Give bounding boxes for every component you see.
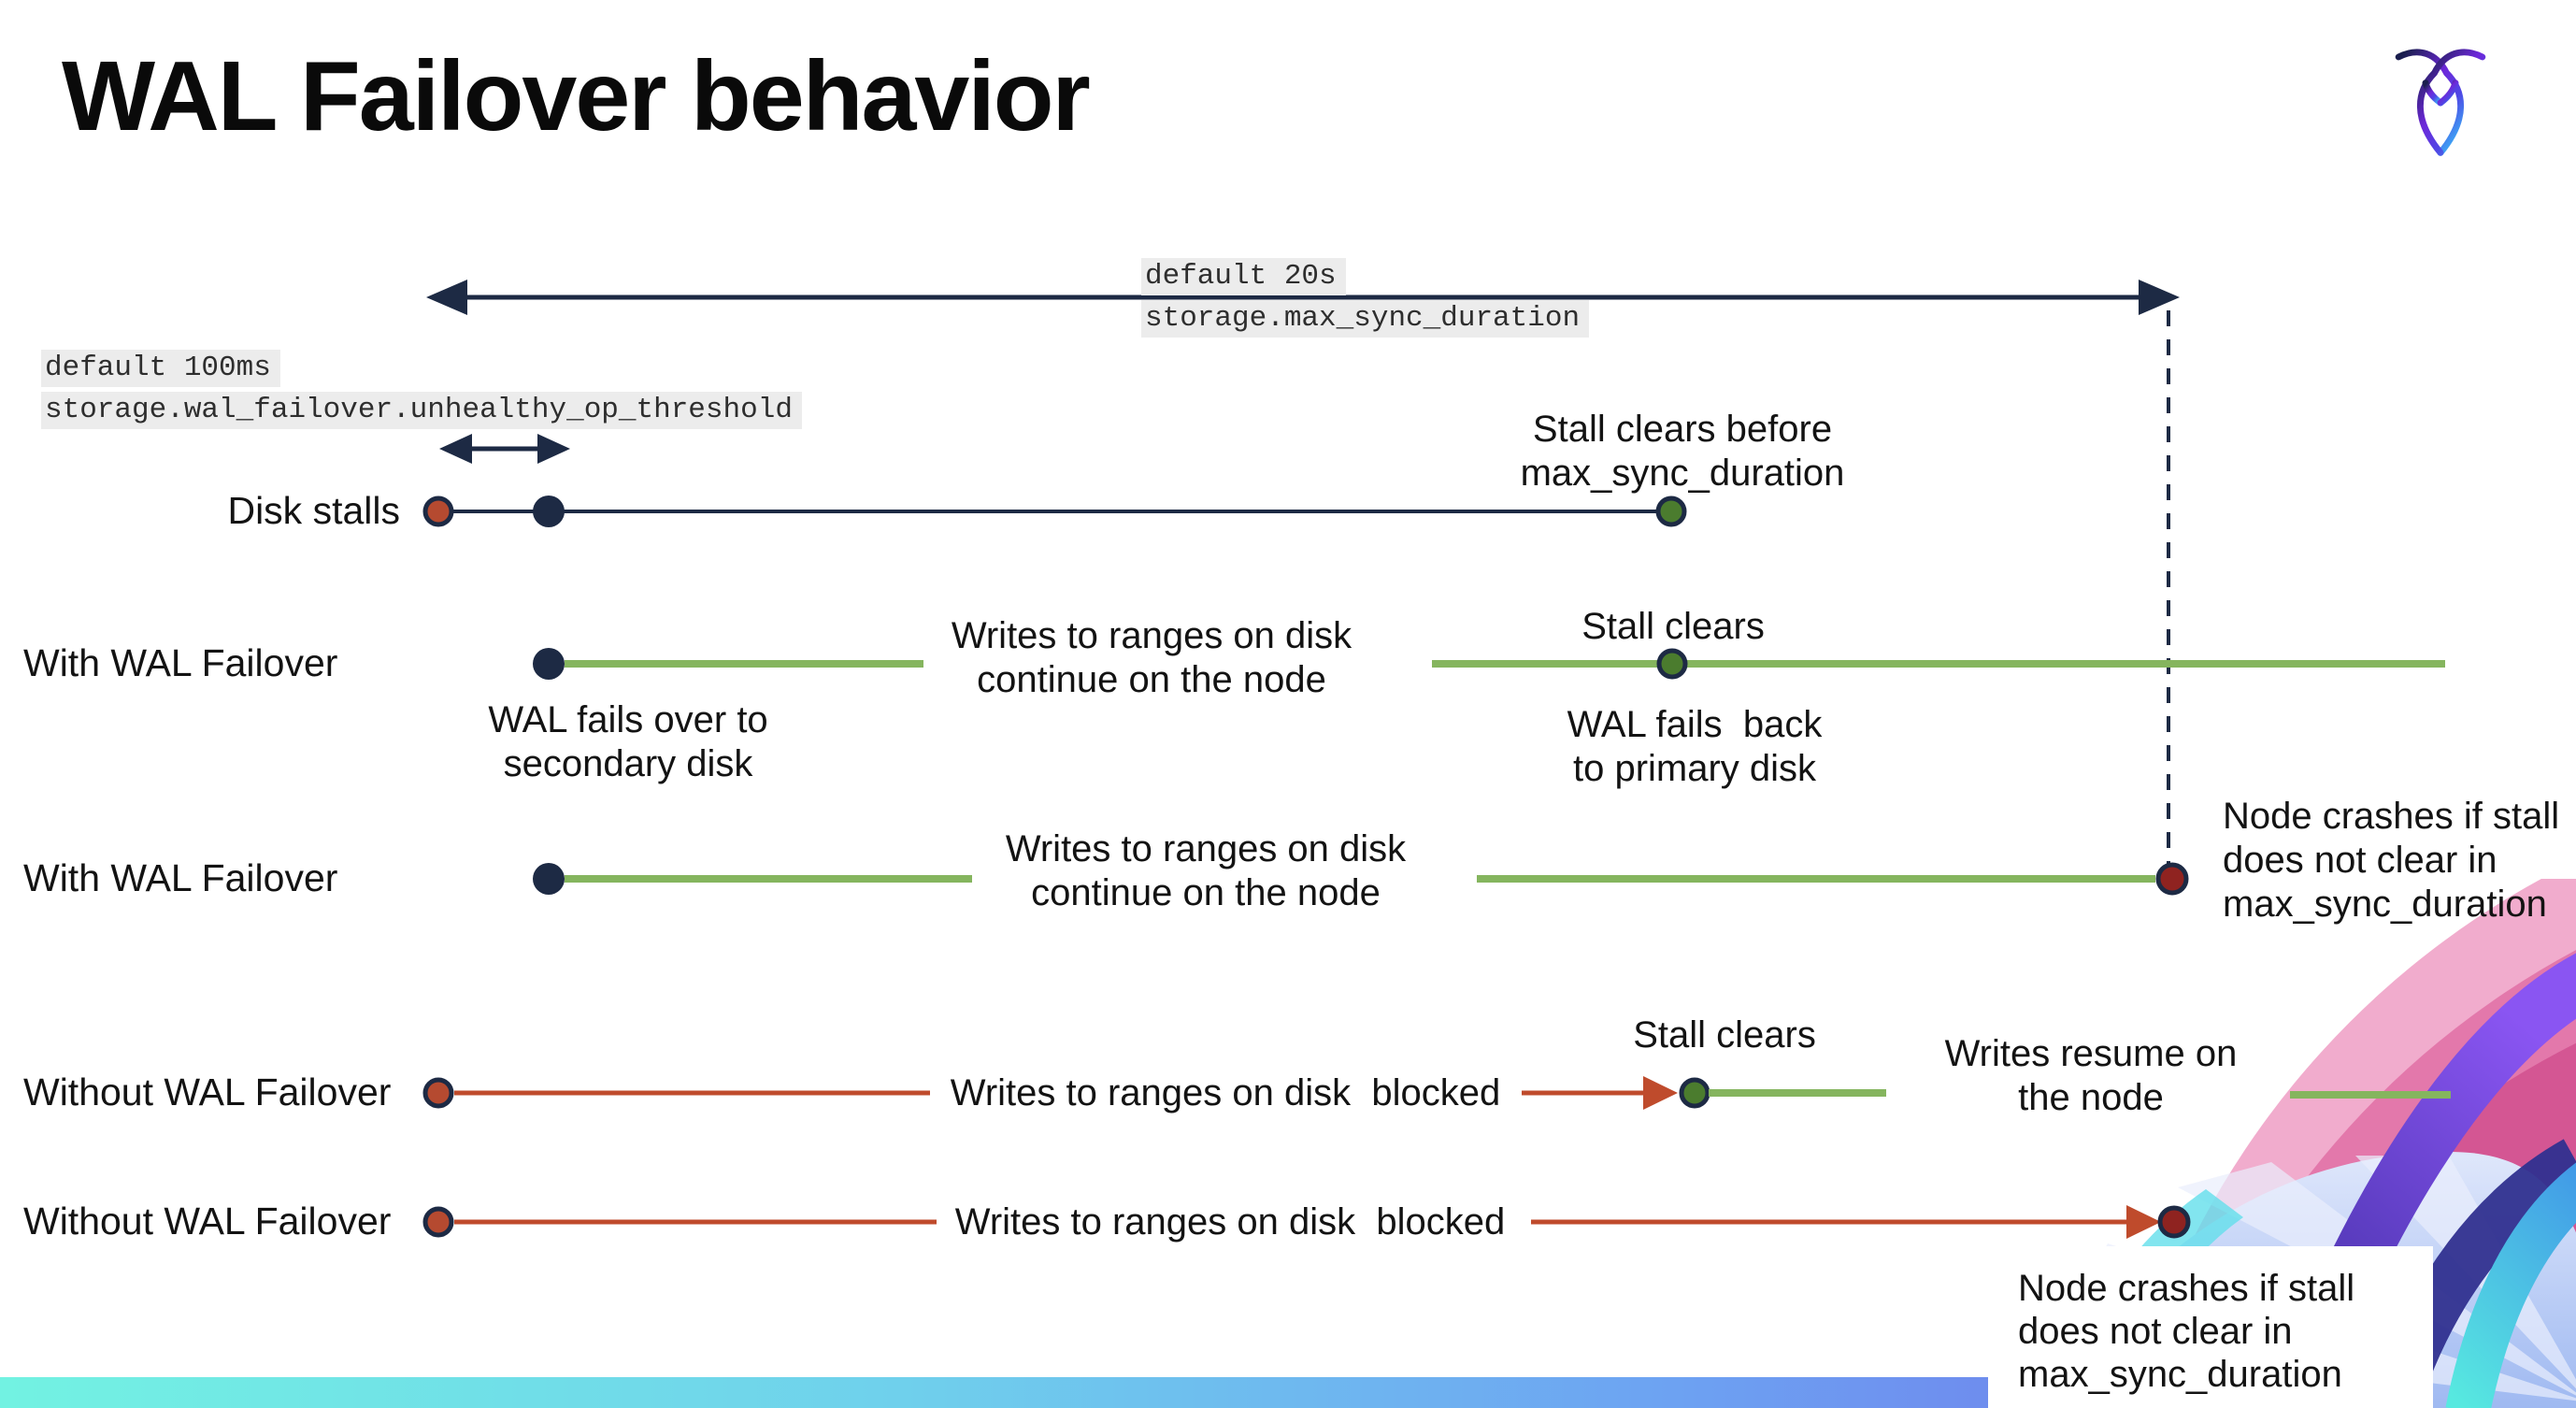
- failover-dot: [533, 648, 565, 680]
- row4-label: Without WAL Failover: [23, 1070, 392, 1113]
- page-title: WAL Failover behavior: [62, 41, 1091, 151]
- failover-dot: [533, 863, 565, 895]
- row1-annotation: Stall clears before max_sync_duration: [1520, 409, 1845, 494]
- row4-resume-text: Writes resume on the node: [1944, 1033, 2238, 1118]
- row5-label: Without WAL Failover: [23, 1200, 392, 1243]
- max-sync-name: storage.max_sync_duration: [1141, 300, 1590, 338]
- row1-label: Disk stalls: [227, 489, 400, 532]
- stall-clear-dot: [1679, 1077, 1710, 1109]
- stall-clear-dot: [1656, 648, 1688, 680]
- row4-stall-clears: Stall clears: [1633, 1014, 1816, 1056]
- row2-label: With WAL Failover: [23, 641, 338, 684]
- stall-start-dot: [422, 1077, 454, 1109]
- row2-mid-text: Writes to ranges on disk continue on the…: [951, 615, 1352, 700]
- row3-crash-text: Node crashes if stall does not clear in …: [2223, 796, 2560, 925]
- red-arrowhead-icon: [1643, 1076, 1678, 1110]
- max-sync-setting-label: default 20s storage.max_sync_duration: [1141, 258, 1590, 338]
- stall-start-dot: [422, 496, 454, 527]
- cockroach-logo-icon: [2395, 49, 2486, 156]
- stall-clear-dot: [1655, 496, 1687, 527]
- crash-callout-box: Node crashes if stall does not clear in …: [1988, 1246, 2433, 1408]
- arrow-right-icon: [537, 434, 570, 464]
- arrow-left-icon: [439, 434, 472, 464]
- row2-failback-text: WAL fails back to primary disk: [1567, 704, 1823, 789]
- row4-mid-text: Writes to ranges on disk blocked: [950, 1072, 1501, 1113]
- cyan-band: [2445, 1162, 2576, 1408]
- row2-stall-clears: Stall clears: [1581, 606, 1765, 647]
- threshold-default: default 100ms: [41, 350, 280, 387]
- threshold-setting-label: default 100ms storage.wal_failover.unhea…: [41, 350, 802, 429]
- row5-mid-text: Writes to ranges on disk blocked: [954, 1201, 1506, 1243]
- max-sync-default: default 20s: [1141, 258, 1346, 295]
- arrow-right-icon: [2139, 280, 2180, 315]
- row3-label: With WAL Failover: [23, 856, 338, 899]
- crash-callout-text: Node crashes if stall does not clear in …: [2018, 1268, 2355, 1395]
- threshold-dot: [533, 496, 565, 527]
- threshold-name: storage.wal_failover.unhealthy_op_thresh…: [41, 392, 802, 429]
- row2-failover-text: WAL fails over to secondary disk: [488, 699, 768, 784]
- arrow-left-icon: [426, 280, 467, 315]
- row3-mid-text: Writes to ranges on disk continue on the…: [1005, 828, 1407, 913]
- stall-start-dot: [422, 1206, 454, 1238]
